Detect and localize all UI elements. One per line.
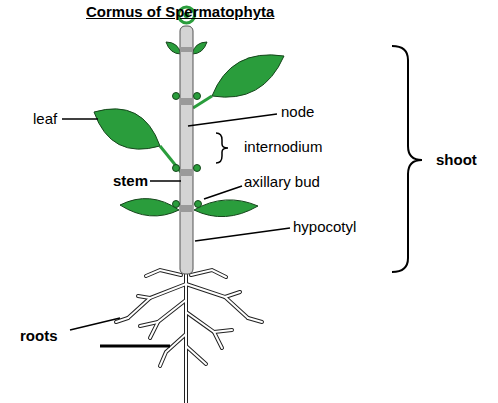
diagram-title: Cormus of Spermatophyta xyxy=(86,3,274,20)
part-label: roots xyxy=(20,328,58,345)
part-label: internodium xyxy=(244,139,322,156)
part-label: axillary bud xyxy=(244,174,320,191)
stem xyxy=(179,7,195,274)
part-label: stem xyxy=(113,173,148,190)
part-label: hypocotyl xyxy=(293,219,356,236)
shoot-bracket xyxy=(392,46,422,272)
part-label: leaf xyxy=(33,111,57,128)
part-label: shoot xyxy=(436,152,477,169)
root-system xyxy=(116,270,262,403)
part-label: node xyxy=(281,104,314,121)
axillary-buds xyxy=(173,93,202,208)
